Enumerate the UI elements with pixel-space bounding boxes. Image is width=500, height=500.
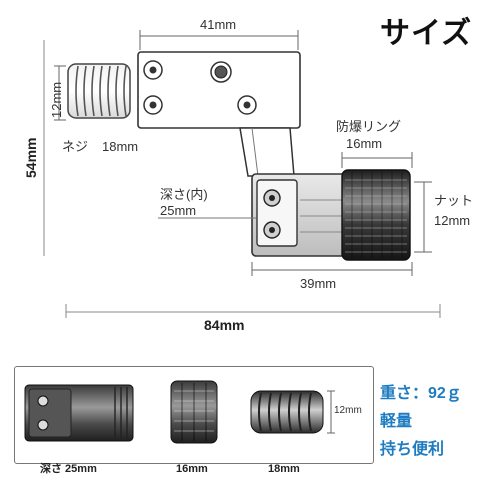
ring-width-dimension: [341, 152, 413, 168]
bottom-width-dimension: [251, 262, 413, 276]
overall-width-dimension: [65, 304, 441, 318]
screw-part-caption: 18mm: [268, 463, 300, 475]
nut-height-label: 12mm: [434, 213, 471, 228]
thread-height-dimension: [54, 65, 66, 121]
screw-length-label: 18mm: [102, 139, 139, 154]
parts-panel: [14, 366, 374, 464]
top-block: [137, 51, 301, 129]
weight-spec: 重さ：92ｇ: [380, 385, 462, 402]
depth-value: 25mm: [160, 203, 197, 218]
nut-label: ナット: [434, 193, 474, 208]
mount-drawing: [43, 30, 441, 318]
thread-height-label: 12mm: [49, 81, 64, 118]
depth-part: [24, 384, 134, 442]
light-spec: 軽量: [380, 413, 413, 430]
bottom-width-label: 39mm: [300, 276, 337, 291]
depth-label: 深さ(内): [160, 187, 208, 202]
screw-height-dimension: [327, 390, 335, 434]
screw-height-label: 12mm: [334, 405, 362, 416]
top-width-dimension: [139, 30, 299, 50]
page-title: サイズ: [380, 17, 473, 50]
ring-width-label: 16mm: [346, 136, 383, 151]
bottom-block: [251, 173, 349, 257]
ring-label: 防爆リング: [336, 119, 402, 134]
ring-part: [170, 380, 218, 444]
portable-spec: 持ち便利: [380, 441, 445, 458]
overall-height-label: 54mm: [23, 137, 39, 178]
screw-part: [250, 390, 324, 434]
nut-height-dimension: [414, 181, 432, 253]
knurled-ring: [341, 169, 411, 261]
depth-part-caption: 深さ 25mm: [40, 463, 97, 475]
thread-stud-outline: [67, 63, 131, 119]
parts-drawing: [24, 380, 335, 444]
connecting-arm: [239, 127, 295, 177]
overall-width-label: 84mm: [204, 317, 245, 333]
top-width-label: 41mm: [200, 17, 237, 32]
ring-part-caption: 16mm: [176, 463, 208, 475]
screw-label: ネジ: [62, 139, 89, 154]
